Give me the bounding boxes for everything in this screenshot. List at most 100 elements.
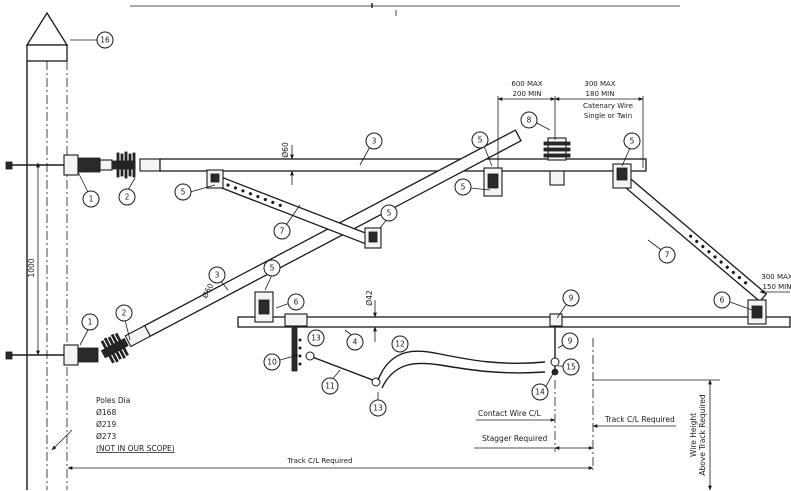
svg-text:12: 12 bbox=[395, 340, 405, 349]
registration-assembly bbox=[284, 313, 563, 389]
pole-note-scope: (NOT IN OUR SCOPE) bbox=[96, 444, 175, 453]
pole-note-d1: Ø168 bbox=[96, 408, 116, 417]
callout-6-right: 6 bbox=[713, 291, 731, 309]
dim-600-max: 600 MAX bbox=[511, 80, 542, 88]
pole-note-d3: Ø273 bbox=[96, 432, 116, 441]
track-cl-required-bottom-label: Track C/L Required bbox=[286, 457, 352, 465]
svg-text:6: 6 bbox=[720, 296, 725, 305]
svg-text:7: 7 bbox=[280, 227, 285, 236]
svg-text:1: 1 bbox=[89, 195, 94, 204]
catenary-support bbox=[543, 137, 571, 186]
lower-clamp-assembly bbox=[5, 344, 99, 366]
pole-diameter-note: Poles Dia Ø168 Ø219 Ø273 (NOT IN OUR SCO… bbox=[96, 396, 175, 453]
dim-right-150-min: 150 MIN bbox=[763, 283, 791, 291]
callout-1-upper: 1 bbox=[82, 190, 100, 208]
svg-text:5: 5 bbox=[630, 137, 635, 146]
pole-note-d2: Ø219 bbox=[96, 420, 116, 429]
svg-text:14: 14 bbox=[535, 388, 545, 397]
track-cl-required-right-label: Track C/L Required bbox=[604, 415, 675, 424]
contact-wire-cl-label: Contact Wire C/L bbox=[478, 409, 542, 418]
lower-tube bbox=[237, 316, 791, 328]
svg-text:3: 3 bbox=[372, 137, 377, 146]
upper-tube-dia-label: Ø60 bbox=[281, 142, 290, 158]
upper-tube bbox=[159, 158, 647, 172]
clamp-5-lower-left bbox=[254, 291, 274, 323]
pole-cap-base bbox=[26, 44, 68, 62]
catenary-label-1: Catenary Wire bbox=[583, 102, 633, 110]
svg-text:15: 15 bbox=[566, 363, 576, 372]
dim-200-min: 200 MIN bbox=[513, 90, 542, 98]
svg-text:5: 5 bbox=[461, 183, 466, 192]
svg-text:7: 7 bbox=[665, 251, 670, 260]
callout-7-right: 7 bbox=[658, 246, 676, 264]
callout-13-lower: 13 bbox=[369, 399, 387, 417]
svg-text:10: 10 bbox=[267, 358, 277, 367]
svg-text:13: 13 bbox=[311, 334, 321, 343]
callout-15: 15 bbox=[562, 358, 580, 376]
callout-5-e: 5 bbox=[380, 204, 398, 222]
dim-right-300-max: 300 MAX bbox=[761, 273, 791, 281]
wire-height-label-2: Above Track Required bbox=[698, 394, 707, 476]
pole-note-title: Poles Dia bbox=[96, 396, 130, 405]
left-strut bbox=[212, 174, 375, 247]
right-strut bbox=[617, 173, 768, 303]
callout-4: 4 bbox=[346, 333, 364, 351]
callout-5-c: 5 bbox=[623, 132, 641, 150]
svg-text:6: 6 bbox=[294, 298, 299, 307]
svg-text:9: 9 bbox=[569, 294, 574, 303]
upper-clamp-assembly bbox=[5, 154, 113, 176]
catenary-label-2: Single or Twin bbox=[584, 112, 632, 120]
callout-6-left: 6 bbox=[287, 293, 305, 311]
callout-13-upper: 13 bbox=[307, 329, 325, 347]
dimension-lines bbox=[51, 96, 790, 491]
callout-1-lower: 1 bbox=[81, 313, 99, 331]
wire-height-label-1: Wire Height bbox=[689, 413, 698, 457]
callout-5-b: 5 bbox=[471, 131, 489, 149]
svg-text:1: 1 bbox=[88, 318, 93, 327]
callout-3-diagonal: 3 bbox=[208, 266, 226, 284]
clamp-5-upper-left bbox=[206, 169, 224, 189]
clamp-5-diagonal-top bbox=[483, 167, 503, 197]
svg-text:4: 4 bbox=[353, 338, 358, 347]
svg-text:9: 9 bbox=[568, 337, 573, 346]
svg-text:3: 3 bbox=[215, 271, 220, 280]
pole-height-label: 1000 bbox=[27, 258, 36, 277]
callout-5-a: 5 bbox=[174, 183, 192, 201]
svg-text:5: 5 bbox=[270, 264, 275, 273]
stagger-required-label: Stagger Required bbox=[482, 434, 548, 443]
svg-text:16: 16 bbox=[100, 36, 110, 45]
dim-300-max: 300 MAX bbox=[584, 80, 615, 88]
callout-5-d: 5 bbox=[454, 178, 472, 196]
svg-text:13: 13 bbox=[373, 404, 383, 413]
dim-180-min: 180 MIN bbox=[586, 90, 615, 98]
svg-text:8: 8 bbox=[527, 116, 532, 125]
callout-2-upper: 2 bbox=[118, 188, 136, 206]
callout-7-left: 7 bbox=[273, 222, 291, 240]
callout-16: 16 bbox=[96, 31, 114, 49]
svg-text:2: 2 bbox=[122, 309, 127, 318]
svg-text:2: 2 bbox=[125, 193, 130, 202]
pole-cap bbox=[25, 11, 69, 46]
upper-insulator bbox=[112, 151, 161, 179]
clamp-5-upper-right bbox=[612, 163, 632, 189]
callout-5-f: 5 bbox=[263, 259, 281, 277]
callout-10: 10 bbox=[263, 353, 281, 371]
lower-tube-dia-label: Ø42 bbox=[365, 290, 374, 306]
callout-3-upper: 3 bbox=[365, 132, 383, 150]
svg-text:5: 5 bbox=[478, 136, 483, 145]
callout-8: 8 bbox=[520, 111, 538, 129]
clamp-5-strut-mid bbox=[364, 227, 382, 249]
callout-9-upper: 9 bbox=[562, 289, 580, 307]
svg-text:5: 5 bbox=[387, 209, 392, 218]
clamp-6-right bbox=[747, 299, 767, 325]
callout-9-lower: 9 bbox=[561, 332, 579, 350]
callout-12: 12 bbox=[391, 335, 409, 353]
callout-11: 11 bbox=[321, 377, 339, 395]
callout-2-lower: 2 bbox=[115, 304, 133, 322]
callout-14: 14 bbox=[531, 383, 549, 401]
pole bbox=[25, 11, 69, 490]
svg-text:5: 5 bbox=[181, 188, 186, 197]
svg-text:11: 11 bbox=[325, 382, 335, 391]
